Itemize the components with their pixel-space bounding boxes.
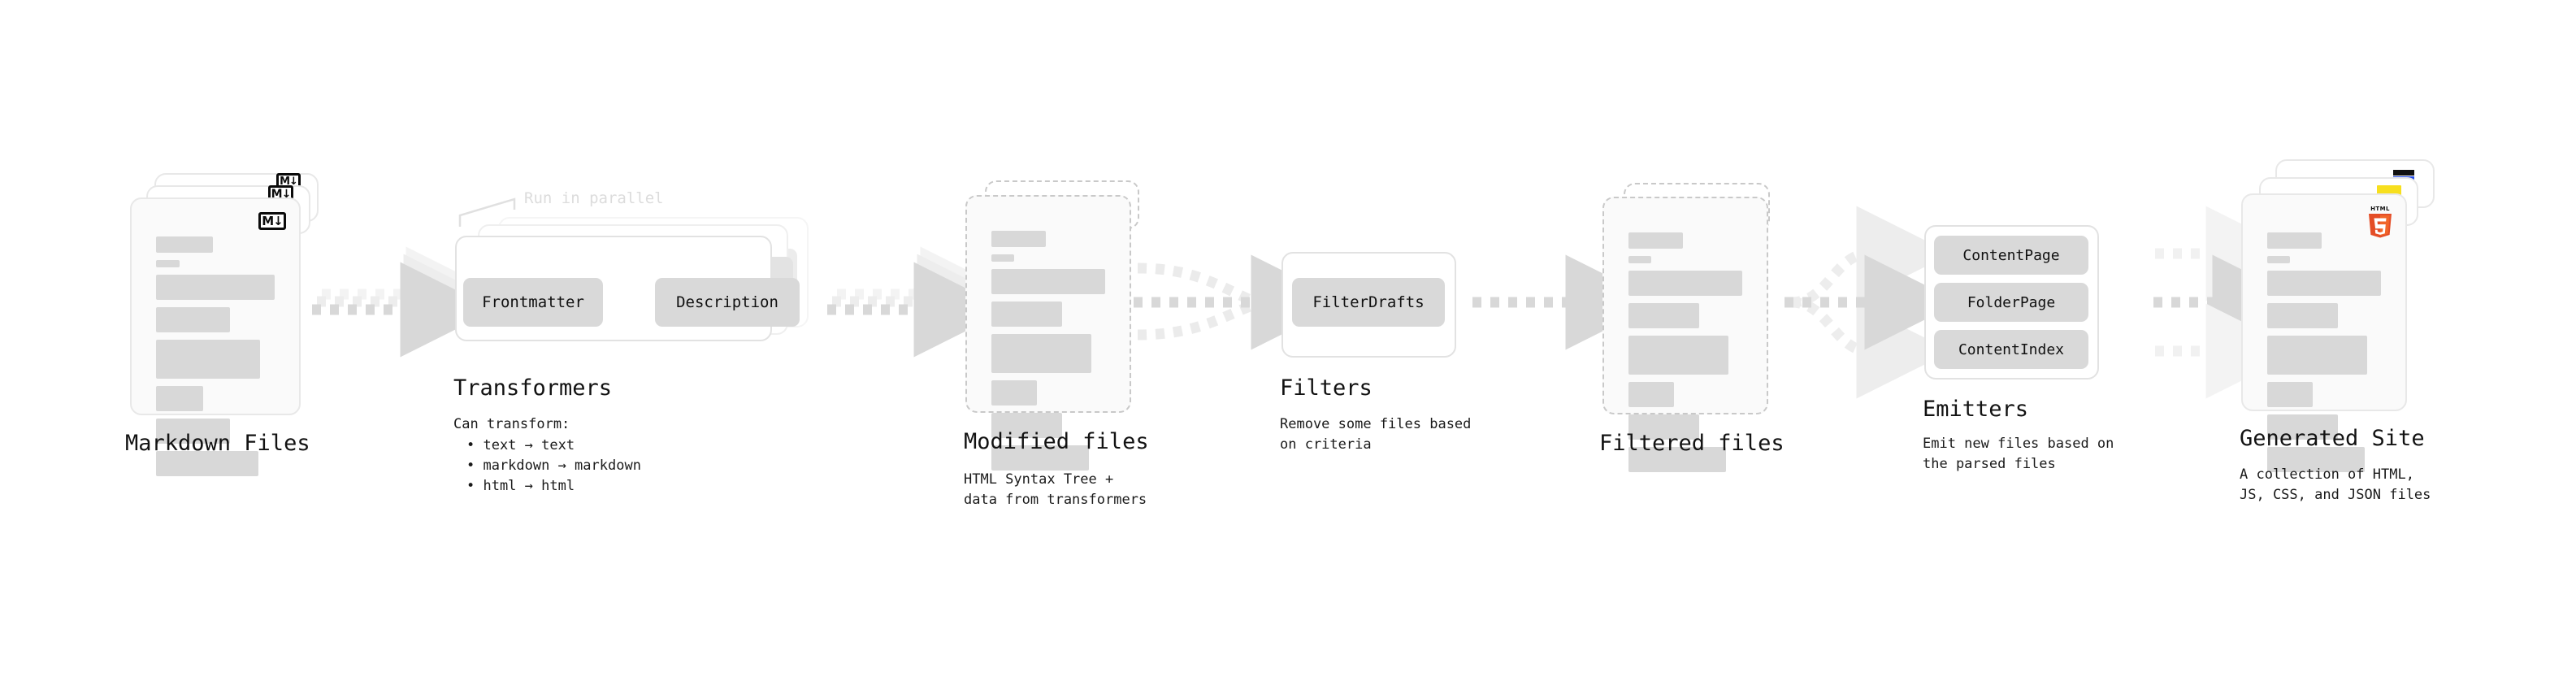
skeleton-row — [991, 301, 1062, 327]
transformers-bullet-1: • markdown → markdown — [466, 458, 641, 474]
skeleton-row — [991, 445, 1090, 471]
skeleton-row — [156, 260, 180, 267]
stage-title-filters: Filters — [1280, 375, 1373, 401]
stage-title-filtered-files: Filtered files — [1599, 431, 1785, 456]
skeleton-row — [2267, 382, 2313, 407]
transformer-chip-frontmatter[interactable]: Frontmatter — [463, 278, 603, 327]
html5-icon: HTML — [2366, 203, 2394, 238]
skeleton-row — [1628, 382, 1674, 407]
skeleton-row — [156, 386, 204, 411]
transformers-bullet-2: • html → html — [466, 478, 575, 494]
markdown-icon: M↓ — [258, 212, 286, 230]
skeleton-row — [156, 236, 214, 253]
stage-subtitle-emitters: Emit new files based on the parsed files — [1923, 436, 2114, 472]
emitter-chip-folderpage[interactable]: FolderPage — [1934, 283, 2088, 322]
stage-title-generated-site: Generated Site — [2240, 426, 2425, 451]
connector-emitters-to-site — [2153, 206, 2308, 399]
site-card-front[interactable]: HTML — [2241, 193, 2407, 472]
skeleton-row — [156, 419, 230, 444]
connector-transformers-to-modified — [827, 246, 1016, 358]
skeleton-row — [991, 380, 1037, 406]
skeleton-row — [156, 307, 230, 332]
stage-title-modified-files: Modified files — [964, 429, 1149, 454]
card-skeleton — [156, 236, 275, 484]
skeleton-row — [1628, 232, 1684, 249]
stage-subtitle-modified-files: HTML Syntax Tree + data from transformer… — [964, 471, 1147, 508]
skeleton-row — [156, 340, 261, 379]
stage-subtitle-filters: Remove some files based on criteria — [1280, 416, 1472, 453]
skeleton-row — [2267, 256, 2290, 263]
skeleton-row — [2267, 303, 2338, 328]
transformer-chip-description[interactable]: Description — [655, 278, 800, 327]
svg-text:HTML: HTML — [2370, 206, 2390, 212]
connector-filtered-to-emitters — [1785, 206, 1960, 399]
skeleton-row — [2267, 447, 2366, 472]
skeleton-row — [156, 451, 258, 476]
skeleton-row — [1628, 271, 1742, 296]
modified-card-front[interactable] — [965, 195, 1131, 471]
skeleton-row — [1628, 336, 1729, 375]
skeleton-row — [2267, 271, 2381, 296]
filtered-card-front[interactable] — [1602, 197, 1768, 472]
skeleton-row — [991, 413, 1062, 438]
stage-title-markdown-files: Markdown Files — [125, 431, 310, 456]
emitter-chip-contentindex[interactable]: ContentIndex — [1934, 330, 2088, 369]
transformers-bullet-0: • text → text — [466, 437, 575, 453]
skeleton-row — [1628, 256, 1651, 263]
skeleton-row — [1628, 414, 1699, 440]
connector-markdown-to-transformers — [312, 246, 501, 358]
skeleton-row — [991, 231, 1047, 247]
card-skeleton — [1628, 232, 1742, 479]
stage-title-transformers: Transformers — [453, 375, 613, 401]
skeleton-row — [991, 254, 1014, 262]
stage-subtitle-generated-site: A collection of HTML, JS, CSS, and JSON … — [2240, 466, 2431, 503]
markdown-card-front[interactable]: M↓ — [130, 197, 301, 476]
run-in-parallel-label: Run in parallel — [524, 189, 664, 207]
skeleton-row — [2267, 232, 2322, 249]
skeleton-row — [2267, 414, 2338, 440]
skeleton-row — [2267, 336, 2368, 375]
skeleton-row — [156, 275, 275, 300]
skeleton-row — [991, 334, 1092, 373]
css3-icon — [2393, 167, 2414, 180]
skeleton-row — [991, 269, 1105, 294]
card-skeleton — [2267, 232, 2381, 479]
card-skeleton — [991, 231, 1105, 478]
skeleton-row — [1628, 447, 1727, 472]
stage-title-emitters: Emitters — [1923, 397, 2029, 422]
emitter-chip-contentpage[interactable]: ContentPage — [1934, 236, 2088, 275]
skeleton-row — [1628, 303, 1699, 328]
stage-subtitle-transformers: Can transform: — [453, 416, 570, 432]
filter-chip-filterdrafts[interactable]: FilterDrafts — [1292, 278, 1445, 327]
connector-modified-to-filters — [1134, 254, 1347, 350]
